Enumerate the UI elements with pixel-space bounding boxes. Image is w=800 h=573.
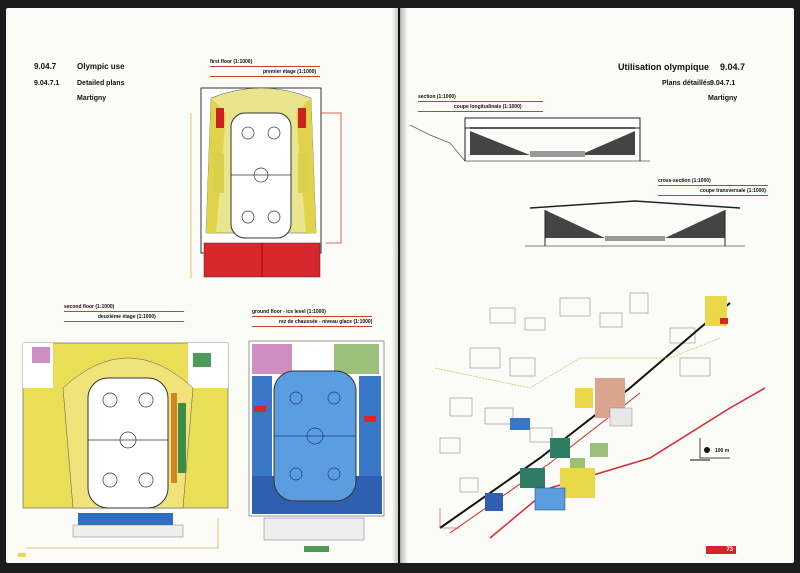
caption-rule	[658, 185, 768, 186]
first-floor-plan	[190, 87, 342, 278]
right-page: Utilisation olympique 9.04.7 Plans détai…	[400, 8, 794, 563]
caption-rule	[252, 326, 372, 327]
caption-rule	[64, 321, 184, 322]
section-number: 9.04.7	[34, 62, 57, 71]
caption-rule	[658, 195, 768, 196]
subsection-number: 9.04.7.1	[34, 80, 60, 87]
first-floor-caption-fr: premier étage (1:1000)	[263, 69, 317, 75]
place-name-fr: Martigny	[708, 95, 738, 102]
cross-section-caption-fr: coupe transversale (1:1000)	[700, 188, 766, 194]
section-title-fr: Utilisation olympique	[618, 62, 710, 72]
ground-floor-plan	[248, 340, 385, 552]
page-number: 73	[706, 546, 736, 554]
first-floor-caption-en: first floor (1:1000)	[210, 59, 253, 65]
subsection-number-fr: 9.04.7.1	[710, 80, 736, 87]
map-scale-label: 100 m	[715, 448, 730, 454]
section-number-fr: 9.04.7	[720, 62, 746, 72]
longitudinal-section-drawing	[409, 117, 650, 162]
section-caption-en: section (1:1000)	[418, 94, 456, 100]
second-floor-caption-fr: deuxième étage (1:1000)	[98, 314, 156, 320]
subsection-title-fr: Plans détaillés	[662, 80, 711, 87]
second-floor-caption-en: second floor (1:1000)	[64, 304, 115, 310]
caption-rule	[252, 316, 372, 317]
caption-rule	[210, 66, 320, 67]
ground-floor-caption-fr: rez de chaussée - niveau glace (1:1000)	[279, 319, 373, 325]
book-gutter	[392, 8, 408, 563]
place-name: Martigny	[77, 95, 107, 102]
caption-rule	[418, 101, 543, 102]
subsection-title: Detailed plans	[77, 80, 125, 87]
section-title: Olympic use	[77, 62, 125, 71]
cross-section-drawing	[525, 200, 745, 247]
caption-rule	[64, 311, 184, 312]
site-map	[434, 292, 766, 539]
ground-floor-caption-en: ground floor - ice level (1:1000)	[252, 309, 326, 315]
caption-rule	[418, 111, 543, 112]
second-floor-plan	[18, 342, 229, 557]
caption-rule	[210, 76, 320, 77]
left-page: 9.04.7 Olympic use 9.04.7.1 Detailed pla…	[6, 8, 398, 563]
section-caption-fr: coupe longitudinale (1:1000)	[454, 104, 522, 110]
cross-section-caption-en: cross-section (1:1000)	[658, 178, 711, 184]
